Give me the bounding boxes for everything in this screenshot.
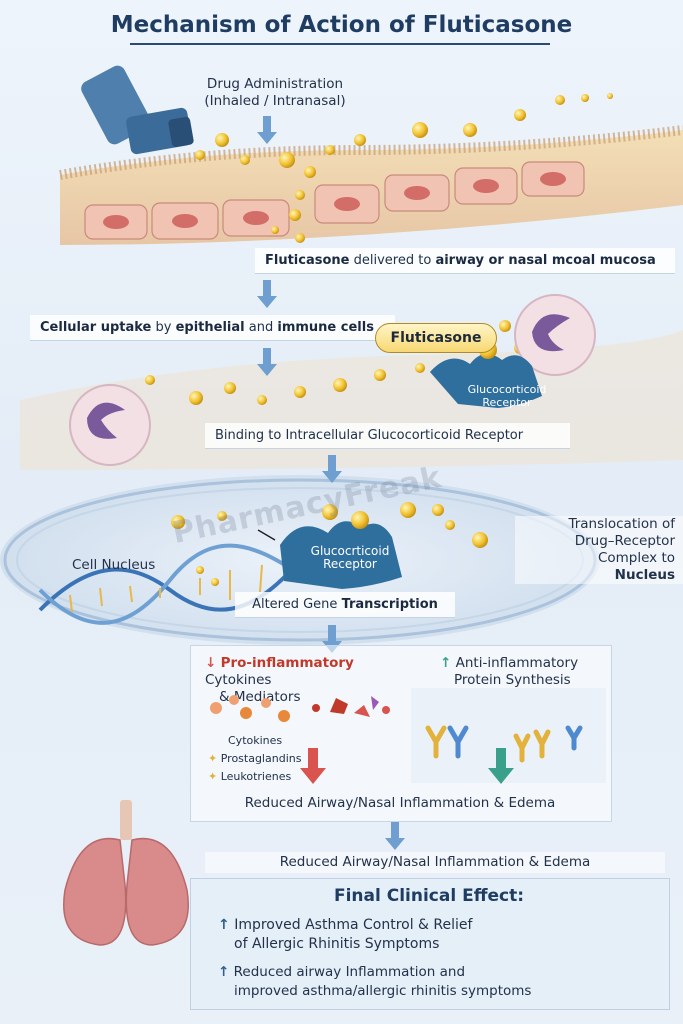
delivered-text: delivered to: [353, 253, 432, 268]
final-item-2-line2: improved asthma/allergic rhinitis sympto…: [234, 983, 532, 999]
uptake-part-e: immune cells: [277, 320, 374, 335]
cytokine-icon: [210, 695, 390, 722]
fluticasone-pill: Fluticasone: [375, 323, 497, 353]
nuclear-receptor-line1: Glucocrticoid: [310, 544, 390, 558]
legend-leukotrienes: ✦ Leukotrienes: [208, 770, 291, 783]
administration-line1: Drug Administration: [206, 76, 344, 92]
legend-prostaglandins: ✦ Prostaglandins: [208, 752, 301, 765]
flow-arrow-3: [257, 348, 277, 376]
title-underline: [130, 43, 550, 45]
translocation-line4: Nucleus: [614, 567, 675, 583]
final-item-2-line1: Reduced airway Inflammation and: [233, 964, 466, 980]
translocation-line3: Complex to: [597, 550, 675, 566]
delivery-banner: Fluticasone delivered to airway or nasal…: [255, 248, 675, 274]
administration-line2: (Inhaled / Intranasal): [204, 93, 346, 109]
translocation-line2: Drug–Receptor: [574, 533, 675, 549]
translocation-line1: Translocation of: [568, 516, 675, 532]
binding-banner: Binding to Intracellular Glucocorticoid …: [205, 423, 570, 449]
receptor-label-line2: Receptor: [482, 396, 532, 409]
final-effect-box: [190, 878, 670, 1010]
final-effect-title: Final Clinical Effect:: [333, 886, 525, 906]
flow-arrow-4: [322, 455, 342, 483]
page-title: Mechanism of Action of Fluticasone: [110, 12, 573, 38]
delivered-target: airway or nasal mcoal mucosa: [435, 253, 656, 268]
epithelium-tissue: [59, 125, 683, 245]
uptake-part-a: Cellular uptake: [40, 320, 152, 335]
up-label-line1: Anti-inflammatory: [455, 655, 579, 671]
uptake-part-b: by: [155, 320, 172, 335]
receptor-label-line1: Glucocorticoid: [467, 383, 547, 396]
receptor-label: Glucocorticoid Receptor: [452, 383, 562, 409]
legend-leukotrienes-text: Leukotrienes: [220, 770, 292, 783]
upregulation-label: ↑ Anti-inflammatory Protein Synthesis: [440, 655, 615, 689]
up-arrow-icon: ↑: [218, 917, 230, 933]
legend-prostaglandins-text: Prostaglandins: [220, 752, 302, 765]
drug-particles: [195, 93, 613, 243]
up-arrow-icon: ↑: [218, 964, 230, 980]
reduction-arrow: [300, 748, 326, 784]
nucleus-label: Cell Nucleus: [72, 557, 156, 573]
outcome-reduced: Reduced Airway/Nasal Inflammation & Edem…: [205, 852, 665, 873]
immune-cell-icon: [69, 294, 596, 466]
lungs-icon: [63, 800, 189, 946]
final-item-2: ↑ Reduced airway Inflammation and improv…: [218, 963, 658, 1001]
synthesis-arrow: [488, 748, 514, 784]
altered-part-a: Altered Gene: [252, 597, 338, 612]
altered-banner: Altered Gene Transcription: [235, 592, 455, 618]
down-arrow-icon: ↓: [205, 655, 217, 671]
pointer-arrow: [257, 529, 276, 541]
down-label-line2: & Mediators: [219, 689, 301, 705]
legend-cytokines: Cytokines: [228, 734, 283, 747]
uptake-part-d: and: [248, 320, 274, 335]
prostaglandin-icon: ✦: [208, 752, 218, 765]
final-item-1-line2: of Allergic Rhinitis Symptoms: [234, 936, 440, 952]
flow-arrow-6: [385, 822, 405, 850]
inhaler-icon: [81, 65, 194, 155]
downregulation-label: ↓ Pro-inflammatory Cytokines & Mediators: [205, 655, 405, 706]
up-arrow-icon: ↑: [440, 655, 452, 671]
panel-result: Reduced Airway/Nasal Inflammation & Edem…: [244, 795, 556, 811]
flow-arrow-2: [257, 280, 277, 308]
uptake-banner: Cellular uptake by epithelial and immune…: [30, 315, 395, 341]
antibody-icon: [425, 725, 583, 763]
translocation-label: Translocation of Drug–Receptor Complex t…: [515, 516, 683, 584]
nuclear-particles: [171, 502, 488, 586]
uptake-part-c: epithelial: [175, 320, 245, 335]
delivered-drug: Fluticasone: [265, 253, 350, 268]
flow-arrow-1: [257, 116, 277, 144]
effects-panel: [190, 645, 612, 822]
nuclear-receptor-label: Glucocrticoid Receptor: [305, 545, 395, 571]
final-item-1-line1: Improved Asthma Control & Relief: [234, 917, 473, 933]
final-item-1: ↑ Improved Asthma Control & Relief of Al…: [218, 916, 658, 954]
altered-part-b: Transcription: [341, 597, 438, 612]
down-label-a: Pro-inflammatory: [220, 655, 354, 671]
nuclear-receptor-icon: [280, 504, 402, 589]
mediators-illustration: [210, 688, 606, 783]
administration-label: Drug Administration (Inhaled / Intranasa…: [200, 76, 350, 110]
leukotriene-icon: ✦: [208, 770, 218, 783]
down-label-b: Cytokines: [205, 672, 272, 688]
nuclear-receptor-line2: Receptor: [323, 557, 377, 571]
up-label-line2: Protein Synthesis: [454, 672, 571, 688]
